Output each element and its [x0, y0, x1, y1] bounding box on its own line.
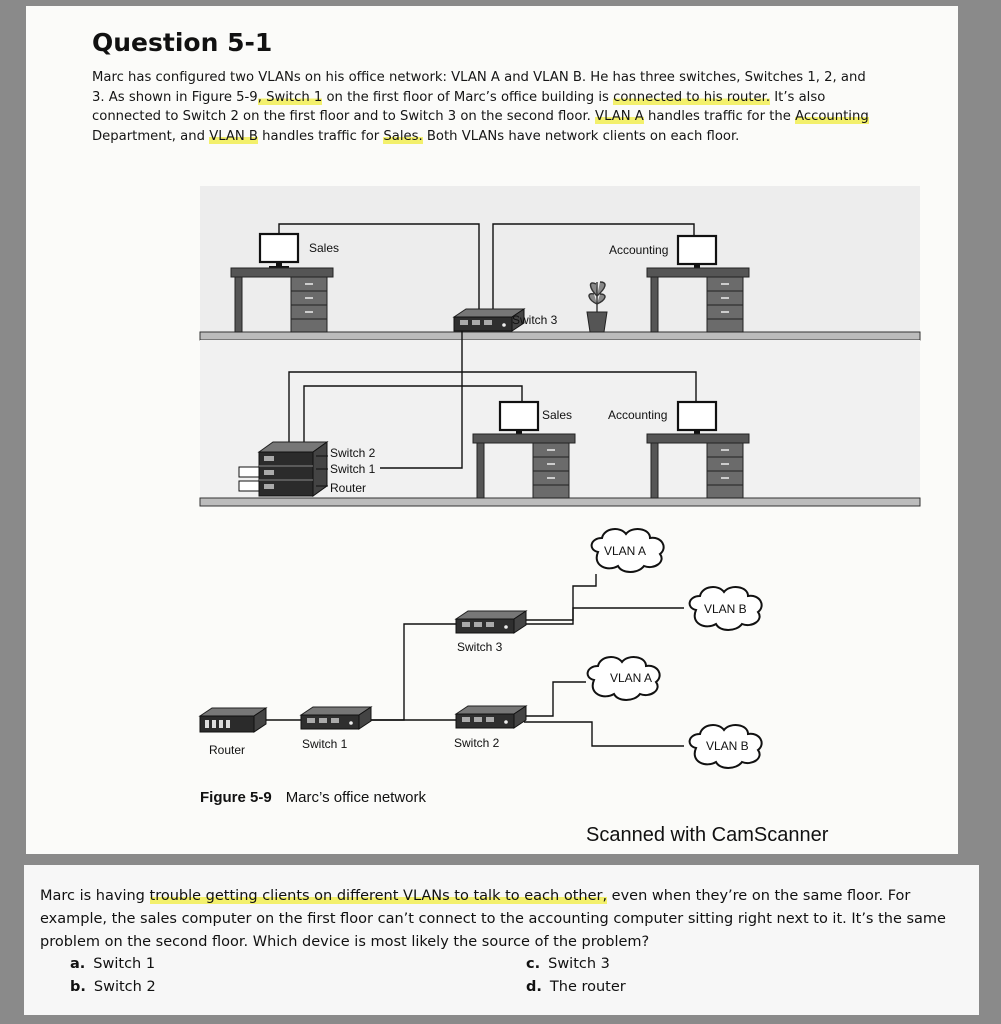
label-vlan-a-1: VLAN A	[604, 544, 646, 558]
followup-text: Marc is having	[40, 888, 150, 904]
label-sales-mid: Sales	[542, 408, 572, 422]
question-segment: on the first floor of Marc’s office buil…	[322, 89, 614, 105]
accounting-computer-top: Accounting	[609, 234, 750, 333]
question-segment: handles traffic for the	[643, 109, 796, 124]
followup-highlight: trouble getting clients on different VLA…	[149, 888, 608, 904]
question-title: Question 5-1	[92, 28, 273, 57]
label-switch1-callout: Switch 1	[330, 462, 376, 476]
logical-wiring	[244, 574, 684, 747]
accounting-computer-mid: Accounting	[608, 400, 750, 499]
followup-question: Marc is having trouble getting clients o…	[40, 885, 960, 954]
question-segment: Both VLANs have network clients on each …	[422, 128, 740, 144]
router-diagram: Router	[198, 707, 268, 757]
switch3-top: Switch 3	[453, 308, 558, 332]
label-switch1-diagram: Switch 1	[302, 737, 348, 751]
question-segment: Marc has configured two VLANs on his off…	[92, 70, 866, 105]
label-sales-top: Sales	[309, 241, 339, 255]
figure-caption-text: Marc’s office network	[285, 789, 427, 806]
followup-panel: Marc is having trouble getting clients o…	[24, 865, 979, 1015]
label-vlan-b-2: VLAN B	[706, 739, 749, 753]
question-highlight: connected to his router.	[613, 89, 771, 105]
label-vlan-b-1: VLAN B	[704, 602, 747, 616]
figure-caption: Figure 5-9 Marc’s office network	[200, 789, 426, 806]
vlan-a-cloud-1: VLAN A	[590, 528, 665, 573]
option-a[interactable]: a.Switch 1	[70, 956, 156, 972]
question-highlight: Accounting	[795, 109, 869, 124]
switch2-diagram: Switch 2	[454, 705, 527, 750]
vlan-b-cloud-2: VLAN B	[688, 724, 763, 769]
question-highlight: VLAN B	[209, 128, 258, 144]
option-b[interactable]: b.Switch 2	[70, 979, 156, 995]
label-router-diagram: Router	[209, 743, 245, 757]
label-accounting-mid: Accounting	[608, 408, 667, 422]
plant-icon	[586, 281, 608, 333]
equipment-rack: Switch 2 Switch 1 Router	[238, 441, 376, 497]
question-segment: Department, and	[92, 128, 210, 144]
label-switch2-diagram: Switch 2	[454, 736, 500, 750]
label-switch2-callout: Switch 2	[330, 446, 376, 460]
camscanner-watermark: Scanned with CamScanner	[586, 824, 829, 846]
office-network-figure: Sales Accounting Switch 3 Sales Accounti…	[198, 186, 921, 769]
question-segment: handles traffic for	[257, 128, 384, 144]
scanned-page: Question 5-1 Marc has configured two VLA…	[26, 6, 958, 854]
question-highlight: , Switch 1	[257, 89, 323, 105]
label-vlan-a-2: VLAN A	[610, 671, 652, 685]
label-router-callout: Router	[330, 481, 366, 495]
followup-text: even when they’re on the same floor. For…	[40, 888, 946, 950]
label-switch3-diagram: Switch 3	[457, 640, 503, 654]
label-switch3-top: Switch 3	[512, 313, 558, 327]
figure-number: Figure 5-9	[200, 789, 272, 806]
question-highlight: VLAN A	[595, 109, 644, 124]
option-c[interactable]: c.Switch 3	[526, 956, 610, 972]
switch3-diagram: Switch 3	[455, 610, 527, 654]
sales-computer-top: Sales	[230, 232, 339, 333]
option-d[interactable]: d.The router	[526, 979, 626, 995]
question-highlight: Sales.	[383, 128, 423, 144]
switch1-diagram: Switch 1	[300, 706, 372, 751]
inter-floor-wiring	[288, 328, 697, 469]
question-segment: It’s also connected to Switch 2 on the f…	[92, 89, 826, 125]
label-accounting-top: Accounting	[609, 243, 668, 257]
sales-computer-mid: Sales	[472, 400, 576, 499]
vlan-a-cloud-2: VLAN A	[586, 656, 661, 701]
question-text: Marc has configured two VLANs on his off…	[92, 68, 882, 146]
vlan-b-cloud-1: VLAN B	[688, 586, 763, 631]
